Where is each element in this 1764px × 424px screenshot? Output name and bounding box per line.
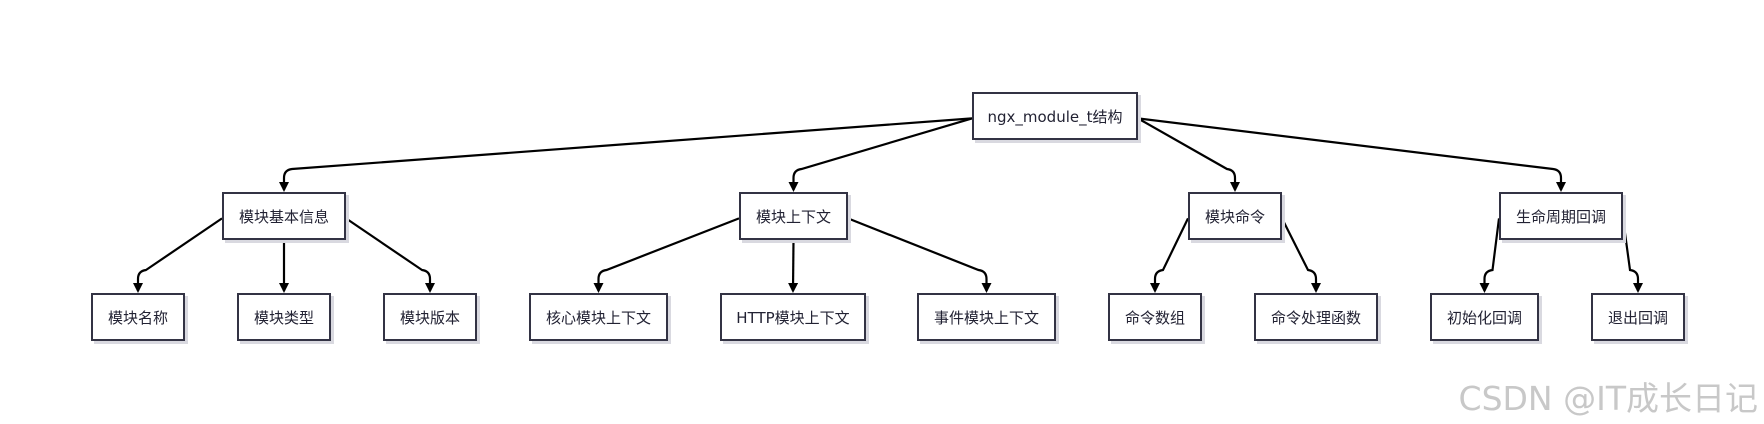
edge-root-to-context [788,117,973,192]
edge-root-to-lifecycle [1137,117,1566,192]
edge-root-to-commands [1137,117,1240,192]
edge-commands-to-cmd_array [1150,217,1189,293]
edge-lifecycle-to-init_cb [1479,218,1501,293]
edge-layer [133,117,1643,293]
node-module-type: 模块类型 [237,293,331,341]
node-lifecycle: 生命周期回调 [1499,192,1623,240]
edge-lifecycle-to-exit_cb [1621,218,1643,293]
node-commands: 模块命令 [1188,192,1282,240]
node-http-context: HTTP模块上下文 [720,293,866,341]
node-core-context: 核心模块上下文 [529,293,668,341]
edge-basic_info-to-module_name [133,217,223,293]
node-root: ngx_module_t结构 [972,92,1138,140]
node-init-callback: 初始化回调 [1430,293,1539,341]
node-module-version: 模块版本 [383,293,477,341]
node-exit-callback: 退出回调 [1591,293,1685,341]
node-command-handler: 命令处理函数 [1254,293,1378,341]
edge-root-to-basic_info [279,117,973,192]
edge-commands-to-cmd_handler [1281,217,1321,293]
edge-context-to-http_ctx [788,239,799,293]
edge-basic_info-to-module_version [345,217,435,293]
edge-context-to-event_ctx [847,217,992,293]
node-basic-info: 模块基本信息 [222,192,346,240]
watermark-text: CSDN @IT成长日记 [1458,379,1758,418]
edge-context-to-core_ctx [593,217,740,293]
node-command-array: 命令数组 [1108,293,1202,341]
node-module-name: 模块名称 [91,293,185,341]
node-context: 模块上下文 [739,192,848,240]
node-event-context: 事件模块上下文 [917,293,1056,341]
